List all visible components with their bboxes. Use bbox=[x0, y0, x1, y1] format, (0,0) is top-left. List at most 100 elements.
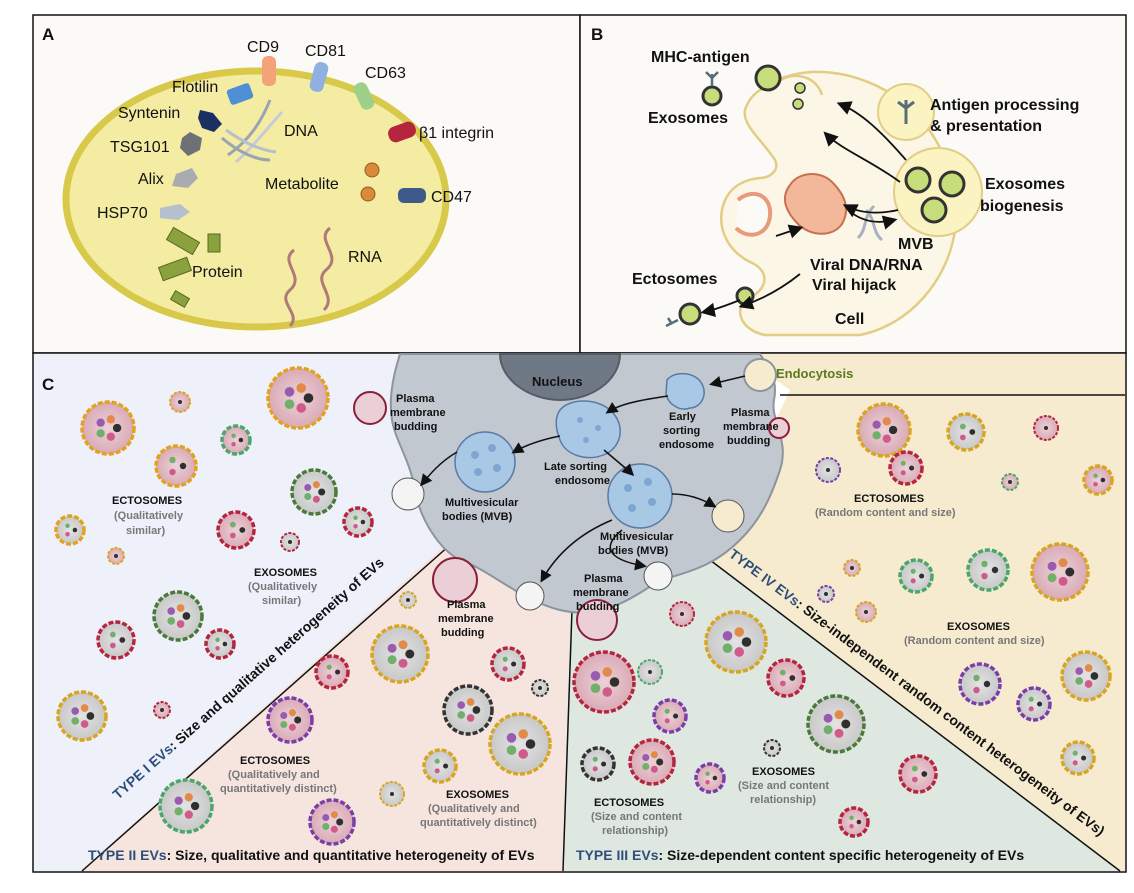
mhc-receptor-icon bbox=[897, 100, 915, 124]
ev-vesicle bbox=[1060, 740, 1096, 776]
svg-text:EXOSOMES: EXOSOMES bbox=[446, 789, 509, 801]
ev-vesicle bbox=[169, 391, 191, 413]
panel-a: A CD9 CD81 C bbox=[32, 14, 581, 354]
svg-text:(Random content and size): (Random content and size) bbox=[815, 507, 956, 519]
ev-vesicle bbox=[815, 457, 841, 483]
exosome-icon bbox=[754, 64, 782, 92]
ev-vesicle bbox=[694, 762, 726, 794]
ev-vesicle bbox=[158, 778, 214, 834]
protein-label: Protein bbox=[192, 264, 243, 281]
cd9-icon bbox=[262, 56, 276, 86]
svg-text:Plasma: Plasma bbox=[447, 599, 486, 611]
exosome-mhc-icon bbox=[701, 85, 723, 107]
tsg101-icon bbox=[180, 132, 202, 156]
svg-text:membrane: membrane bbox=[438, 613, 494, 625]
ectosomes-label: Ectosomes bbox=[632, 271, 717, 288]
nucleus-label: Nucleus bbox=[532, 374, 583, 389]
cd47-label: CD47 bbox=[431, 189, 472, 206]
exosomes-label: Exosomes bbox=[648, 110, 728, 127]
pm-budding-right-top: Plasma membrane budding bbox=[723, 407, 779, 447]
svg-text:bodies (MVB): bodies (MVB) bbox=[442, 511, 513, 523]
flotilin-icon bbox=[226, 83, 254, 105]
type4-ectosomes-label: ECTOSOMES (Random content and size) bbox=[815, 493, 956, 519]
ev-vesicle bbox=[652, 698, 688, 734]
late-endosome-label: Late sorting endosome bbox=[544, 461, 610, 487]
viral-line1: Viral DNA/RNA bbox=[810, 257, 923, 274]
ev-vesicle bbox=[216, 510, 256, 550]
ev-vesicle bbox=[290, 468, 338, 516]
svg-text:ECTOSOMES: ECTOSOMES bbox=[594, 797, 664, 809]
svg-text:Early: Early bbox=[669, 411, 697, 423]
metabolite-label: Metabolite bbox=[265, 176, 339, 193]
hsp70-icon bbox=[160, 204, 190, 220]
svg-text:endosome: endosome bbox=[659, 439, 714, 451]
syntenin-icon bbox=[198, 110, 222, 132]
rna-label: RNA bbox=[348, 249, 382, 266]
type3-ectosomes-label: ECTOSOMES (Size and content relationship… bbox=[591, 797, 682, 837]
alix-label: Alix bbox=[138, 171, 164, 188]
ev-vesicle bbox=[220, 424, 252, 456]
release-pocket bbox=[711, 499, 745, 533]
ev-vesicle bbox=[766, 658, 806, 698]
ev-vesicle bbox=[704, 610, 768, 674]
type2-ectosomes-label: ECTOSOMES (Qualitatively and quantitativ… bbox=[220, 755, 337, 795]
svg-text:(Size and content: (Size and content bbox=[738, 780, 829, 792]
viral-line2: Viral hijack bbox=[812, 277, 896, 294]
svg-text:quantitatively distinct): quantitatively distinct) bbox=[220, 783, 337, 795]
svg-text:relationship): relationship) bbox=[602, 825, 668, 837]
svg-text:(Random content and size): (Random content and size) bbox=[904, 635, 1045, 647]
rna-icon bbox=[320, 226, 334, 312]
svg-text:EXOSOMES: EXOSOMES bbox=[752, 766, 815, 778]
ev-vesicle bbox=[422, 748, 458, 784]
cd63-label: CD63 bbox=[365, 65, 406, 82]
protein-icon bbox=[165, 226, 201, 256]
ev-vesicle bbox=[888, 450, 924, 486]
ev-vesicle bbox=[379, 781, 405, 807]
svg-text:similar): similar) bbox=[262, 595, 301, 607]
endosome-blob bbox=[783, 173, 848, 235]
antigen-processing-line1: Antigen processing bbox=[930, 97, 1079, 114]
panel-a-letter: A bbox=[42, 25, 54, 44]
mvb-left-label: Multivesicular bodies (MVB) bbox=[442, 497, 519, 523]
type1-ectosomes-label: ECTOSOMES (Qualitatively similar) bbox=[112, 495, 184, 537]
svg-text:sorting: sorting bbox=[663, 425, 700, 437]
ev-vesicle bbox=[442, 684, 494, 736]
mvb-right-label: Multivesicular bodies (MVB) bbox=[598, 531, 674, 557]
ev-vesicle bbox=[958, 662, 1002, 706]
pm-budding-left: Plasma membrane budding bbox=[390, 393, 446, 433]
svg-text:membrane: membrane bbox=[390, 407, 446, 419]
ev-vesicle bbox=[763, 739, 781, 757]
ev-vesicle bbox=[152, 590, 204, 642]
svg-text:(Qualitatively and: (Qualitatively and bbox=[428, 803, 520, 815]
mvb-exosomes bbox=[904, 166, 966, 224]
ev-vesicle bbox=[843, 559, 861, 577]
early-sorting-endosome bbox=[665, 372, 705, 410]
ev-vesicle bbox=[490, 646, 526, 682]
cd81-label: CD81 bbox=[305, 43, 346, 60]
pm-budding-mid: Plasma membrane budding bbox=[438, 599, 494, 639]
ev-vesicle bbox=[1060, 650, 1112, 702]
ev-vesicle bbox=[399, 591, 417, 609]
svg-text:budding: budding bbox=[441, 627, 484, 639]
svg-text:relationship): relationship) bbox=[750, 794, 816, 806]
endocytic-pit bbox=[734, 191, 773, 237]
panel-c-letter: C bbox=[42, 375, 54, 394]
panel-c: C Nucleus Endocytosis bbox=[32, 352, 1127, 873]
svg-text:EXOSOMES: EXOSOMES bbox=[254, 567, 317, 579]
ev-vesicle bbox=[531, 679, 549, 697]
ev-vesicle bbox=[856, 402, 912, 458]
divider bbox=[562, 609, 573, 872]
metabolite-icon bbox=[364, 162, 380, 178]
svg-text:membrane: membrane bbox=[573, 587, 629, 599]
mvb-label: MVB bbox=[898, 236, 934, 253]
cd63-icon bbox=[353, 82, 375, 110]
svg-text:ECTOSOMES: ECTOSOMES bbox=[854, 493, 924, 505]
b1-integrin-label: β1 integrin bbox=[419, 125, 494, 142]
alix-icon bbox=[172, 168, 198, 188]
exosome-icon bbox=[792, 98, 804, 110]
release-pocket bbox=[391, 477, 425, 511]
ev-vesicle bbox=[342, 506, 374, 538]
ev-vesicle bbox=[817, 585, 835, 603]
ectosome-icon bbox=[735, 286, 755, 306]
